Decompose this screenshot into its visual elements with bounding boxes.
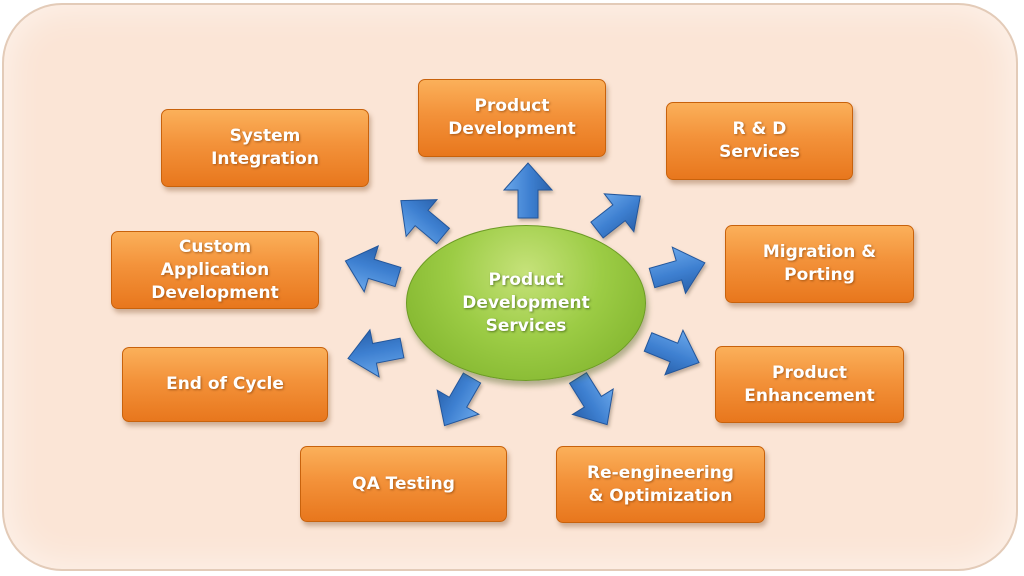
arrow-to-system-integration <box>400 199 451 245</box>
arrow-to-rd-services <box>590 193 641 239</box>
node-reengineering-optimization: Re-engineering & Optimization <box>556 446 765 523</box>
node-end-of-cycle: End of Cycle <box>122 347 328 422</box>
arrow-to-end-of-cycle <box>347 328 405 378</box>
node-rd-services: R & D Services <box>666 102 853 180</box>
arrow-to-qa-testing <box>436 372 482 427</box>
arrow-to-migration-porting <box>648 246 706 295</box>
node-qa-testing: QA Testing <box>300 446 507 522</box>
center-node-product-development-services: Product Development Services <box>406 225 646 381</box>
arrow-to-product-development <box>502 162 554 219</box>
arrow-to-product-enhancement <box>643 329 700 376</box>
arrow-to-reengineering-optimization <box>568 372 614 426</box>
node-migration-porting: Migration & Porting <box>725 225 914 303</box>
node-product-development: Product Development <box>418 79 606 157</box>
arrow-to-custom-application-development <box>344 244 402 293</box>
node-custom-application-development: Custom Application Development <box>111 231 319 309</box>
node-system-integration: System Integration <box>161 109 369 187</box>
node-product-enhancement: Product Enhancement <box>715 346 904 423</box>
